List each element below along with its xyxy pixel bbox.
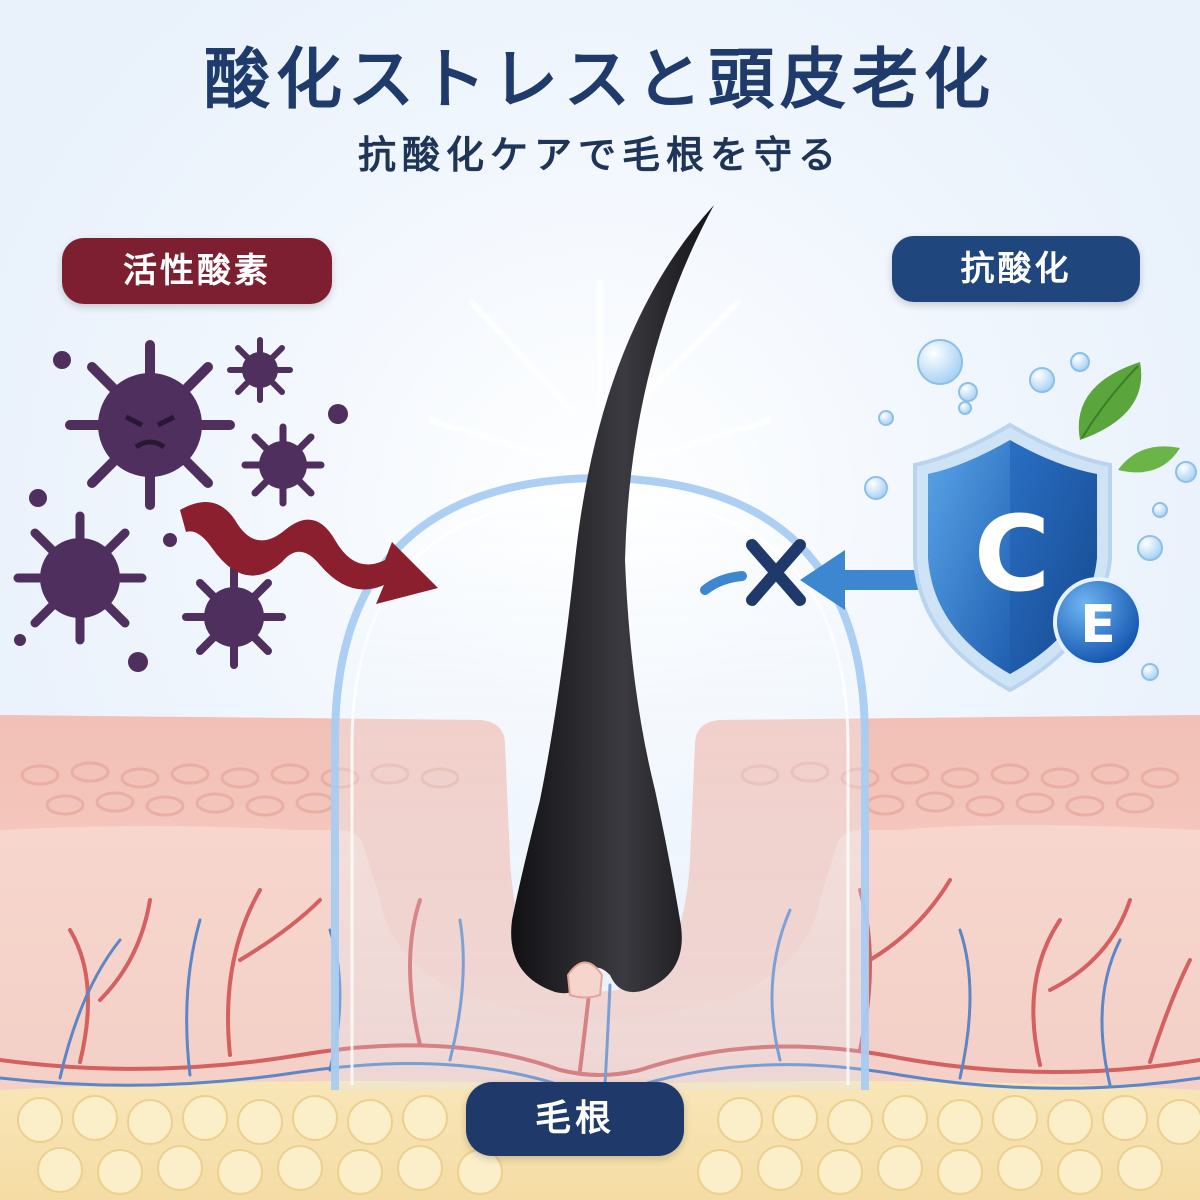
hair-strand — [511, 205, 714, 999]
virus-icon — [241, 423, 325, 507]
hair-root-label: 毛根 — [466, 1082, 684, 1156]
vitamin-e-letter: E — [1080, 595, 1116, 655]
protect-arrow — [700, 550, 918, 610]
skin-cross-section — [0, 715, 1200, 1200]
vitamin-e-badge: E — [1053, 577, 1143, 667]
virus-icon — [65, 340, 235, 510]
page-subtitle: 抗酸化ケアで毛根を守る — [357, 133, 842, 177]
virus-icon — [13, 511, 147, 645]
leaf-icon — [1078, 362, 1180, 473]
reactive-oxygen-label: 活性酸素 — [62, 238, 332, 304]
antioxidant-label: 抗酸化 — [892, 236, 1140, 302]
page-title: 酸化ストレスと頭皮老化 — [204, 41, 996, 118]
attack-arrow-icon — [180, 502, 438, 604]
vitamin-c-letter: C — [974, 493, 1050, 615]
block-x-icon — [746, 539, 806, 606]
virus-icon — [182, 565, 286, 669]
virus-icon — [227, 337, 293, 403]
reactive-oxygen-viruses — [13, 337, 348, 672]
